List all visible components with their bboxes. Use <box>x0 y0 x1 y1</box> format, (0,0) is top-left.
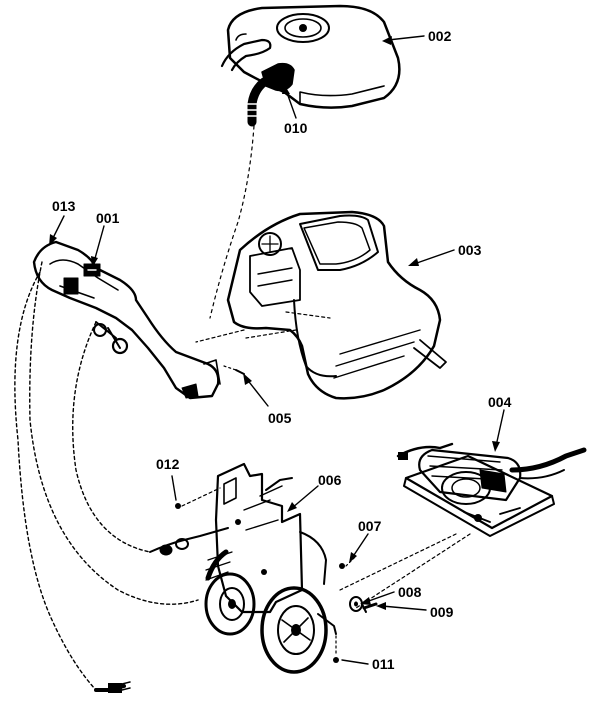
part-005-screw <box>223 365 245 375</box>
power-cord <box>14 271 131 693</box>
pump-mount-line-2 <box>355 533 471 609</box>
callout-003: 003 <box>458 242 482 258</box>
callout-011: 011 <box>372 656 395 672</box>
callout-007: 007 <box>358 518 382 534</box>
part-009-bolt <box>361 602 378 613</box>
pump-mount-line <box>339 533 457 591</box>
part-004-pump-motor <box>396 442 587 537</box>
handle-cable <box>29 261 199 605</box>
wheel-rear <box>204 572 256 636</box>
callout-008: 008 <box>398 584 422 600</box>
part-010-hose-elbow <box>245 62 295 127</box>
callout-005: 005 <box>268 410 292 426</box>
part-011-screw <box>333 635 339 663</box>
leader-lines <box>49 35 505 665</box>
callout-002: 002 <box>428 28 452 44</box>
part-006-frame <box>149 462 327 614</box>
hose-routing-line <box>209 125 255 319</box>
part-012-screw <box>175 487 221 509</box>
callout-006: 006 <box>318 472 342 488</box>
part-003-tank-body <box>195 210 447 400</box>
callout-013: 013 <box>52 198 76 214</box>
callout-009: 009 <box>430 604 454 620</box>
callout-004: 004 <box>488 394 512 410</box>
wheel-front <box>260 586 337 674</box>
callout-012: 012 <box>156 456 180 472</box>
callout-010: 010 <box>284 120 308 136</box>
part-001-handle <box>32 240 221 400</box>
callout-001: 001 <box>96 210 120 226</box>
part-002-tank-lid <box>220 4 401 109</box>
